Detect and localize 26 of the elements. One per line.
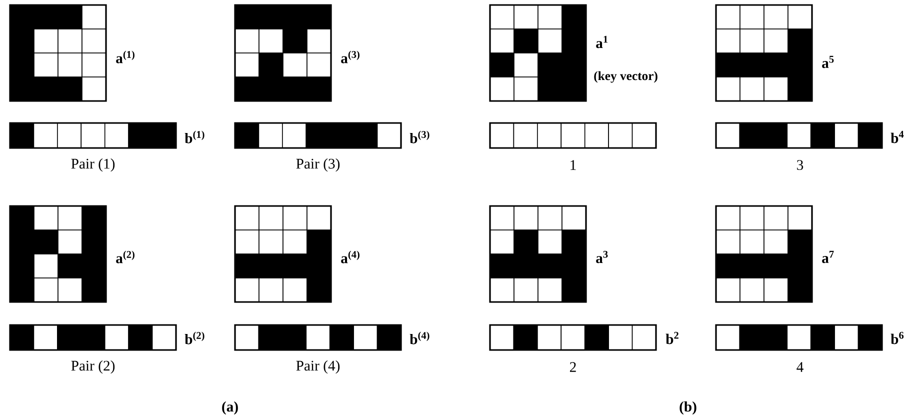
vector-label: a$^{3}$ xyxy=(596,250,608,264)
note: (key vector) xyxy=(594,71,658,83)
pair-label: Pair (3) xyxy=(296,158,340,172)
vector-label: a$^{5}$ xyxy=(822,56,834,68)
vector-label: a$^{(1)}$ xyxy=(116,50,134,64)
panel-label: (a) xyxy=(222,401,238,415)
pair-label: 4 xyxy=(796,362,804,372)
vector-label: b$^{4}$ xyxy=(890,130,904,144)
vector-label: b$^{6}$ xyxy=(890,332,904,344)
vector-label: b$^{(3)}$ xyxy=(410,130,430,144)
vector-label: a$^{(4)}$ xyxy=(341,250,360,264)
vector-label: a$^{7}$ xyxy=(822,250,834,264)
pair-label: Pair (1) xyxy=(71,158,115,172)
vector-label: b$^{2}$ xyxy=(666,332,678,344)
vector-label: a$^{(2)}$ xyxy=(116,250,134,264)
vector-label: b$^{(4)}$ xyxy=(410,332,430,344)
pair-label: 2 xyxy=(570,362,576,372)
pair-label: 1 xyxy=(570,160,576,170)
vector-label: b$^{(2)}$ xyxy=(184,332,204,344)
pair-label: Pair (4) xyxy=(296,360,340,374)
vector-label: a$^{(3)}$ xyxy=(341,50,360,64)
vector-label: b$^{(1)}$ xyxy=(184,130,204,144)
pair-label: 3 xyxy=(797,160,804,170)
pair-label: Pair (2) xyxy=(71,360,115,374)
vector-label: a$^{1}$ xyxy=(596,36,608,48)
panel-label: (b) xyxy=(680,401,696,415)
